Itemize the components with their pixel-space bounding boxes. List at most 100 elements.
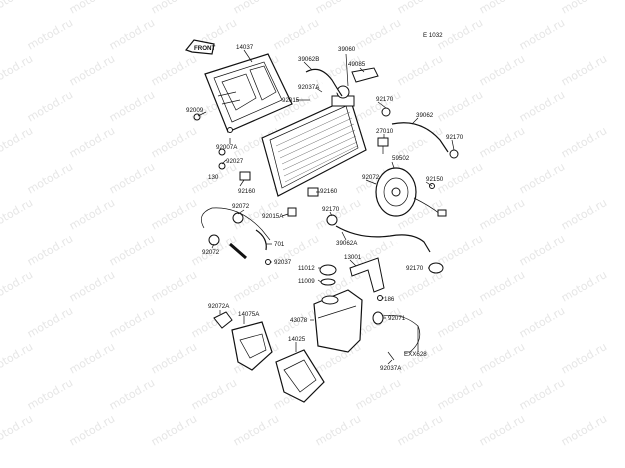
part-label: EXX628 (404, 351, 427, 358)
watermark-text: motod.ru (149, 268, 199, 304)
radiator-cap (351, 67, 379, 83)
part-label: 130 (208, 174, 219, 181)
part-label: 14075A (238, 311, 260, 318)
bolt-icon (377, 295, 383, 301)
clip-92072a (213, 311, 233, 329)
part-label: 92037A (298, 84, 320, 91)
reservoir-tank (313, 289, 363, 353)
hose-92071 (372, 311, 384, 325)
watermark-text: motod.ru (231, 412, 281, 448)
part-label: 701 (274, 241, 285, 248)
part-label: 92072 (202, 249, 220, 256)
part-label: 92160 (238, 188, 256, 195)
part-label: 92037 (274, 259, 292, 266)
watermark-text: motod.ru (271, 16, 321, 52)
watermark-text: motod.ru (395, 52, 445, 88)
watermark-text: motod.ru (149, 124, 199, 160)
part-label: 49085 (348, 61, 366, 68)
part-label: 39062 (416, 112, 434, 119)
part-label: 59502 (392, 155, 410, 162)
watermark-text: motod.ru (353, 16, 403, 52)
watermark-text: motod.ru (107, 16, 157, 52)
part-label: 92027 (226, 158, 244, 165)
part-label: 11009 (298, 278, 315, 285)
overflow-tube (201, 207, 271, 241)
clamp-icon (326, 214, 338, 226)
clamp-icon (208, 234, 220, 246)
watermark-text: motod.ru (25, 16, 75, 52)
watermark-text: motod.ru (149, 340, 199, 376)
part-label: 11012 (298, 265, 315, 272)
watermark-text: motod.ru (477, 0, 527, 17)
watermark-text: motod.ru (149, 52, 199, 88)
watermark-text: motod.ru (0, 124, 35, 160)
watermark-text: motod.ru (435, 232, 485, 268)
radiator-core (261, 85, 367, 197)
part-label: 92072 (362, 174, 380, 181)
watermark-text: motod.ru (0, 412, 35, 448)
watermark-text: motod.ru (477, 340, 527, 376)
watermark-text: motod.ru (477, 268, 527, 304)
watermark-text: motod.ru (149, 0, 199, 17)
watermark-text: motod.ru (559, 52, 609, 88)
watermark-text: motod.ru (25, 88, 75, 124)
part-label: 92160 (320, 188, 338, 195)
watermark-text: motod.ru (0, 0, 35, 17)
hose-701 (255, 229, 267, 251)
watermark-text: motod.ru (517, 376, 567, 412)
watermark-text: motod.ru (517, 88, 567, 124)
watermark-text: motod.ru (67, 124, 117, 160)
diagram-code: E 1032 (423, 32, 443, 39)
watermark-text: motod.ru (107, 160, 157, 196)
rubber-mount (239, 171, 251, 181)
part-label: 92150 (426, 176, 444, 183)
front-label: FRONT (194, 45, 216, 52)
part-label: 14025 (288, 336, 306, 343)
watermark-text: motod.ru (149, 412, 199, 448)
watermark-text: motod.ru (25, 304, 75, 340)
watermark-text: motod.ru (67, 268, 117, 304)
part-label: 92072 (232, 203, 250, 210)
watermark-text: motod.ru (559, 124, 609, 160)
part-label: 92015 (282, 97, 300, 104)
watermark-text: motod.ru (559, 0, 609, 17)
clamp-icon (428, 262, 444, 274)
watermark-text: motod.ru (517, 160, 567, 196)
watermark-text: motod.ru (353, 88, 403, 124)
front-arrow-icon: FRONT (184, 39, 216, 55)
upper-hose (305, 68, 343, 97)
watermark-text: motod.ru (67, 412, 117, 448)
watermark-text: motod.ru (107, 304, 157, 340)
watermark-text: motod.ru (395, 340, 445, 376)
watermark-text: motod.ru (435, 376, 485, 412)
watermark-text: motod.ru (67, 52, 117, 88)
watermark-text: motod.ru (25, 232, 75, 268)
watermark-text: motod.ru (517, 16, 567, 52)
cap-gasket (320, 278, 336, 286)
watermark-text: motod.ru (517, 232, 567, 268)
pipe (229, 242, 247, 260)
bolt-icon (265, 259, 271, 265)
radiator-screen (204, 53, 293, 133)
watermark-text: motod.ru (67, 340, 117, 376)
watermark-text: motod.ru (189, 376, 239, 412)
watermark-text: motod.ru (477, 412, 527, 448)
part-label: 92170 (446, 134, 464, 141)
part-label: 186 (384, 296, 395, 303)
watermark-text: motod.ru (517, 304, 567, 340)
watermark-text: motod.ru (559, 412, 609, 448)
reservoir-bracket (349, 257, 385, 293)
part-label: 92015A (262, 213, 284, 220)
part-label: 92007A (216, 144, 238, 151)
clamp-icon (449, 149, 459, 159)
clamp-icon (381, 107, 391, 117)
watermark-text: motod.ru (395, 0, 445, 17)
watermark-text: motod.ru (395, 412, 445, 448)
watermark-text: motod.ru (477, 196, 527, 232)
right-hose (391, 122, 449, 153)
part-label: 92071 (388, 315, 406, 322)
part-label: 92072A (208, 303, 230, 310)
watermark-text: motod.ru (231, 268, 281, 304)
part-label: 13001 (344, 254, 362, 261)
